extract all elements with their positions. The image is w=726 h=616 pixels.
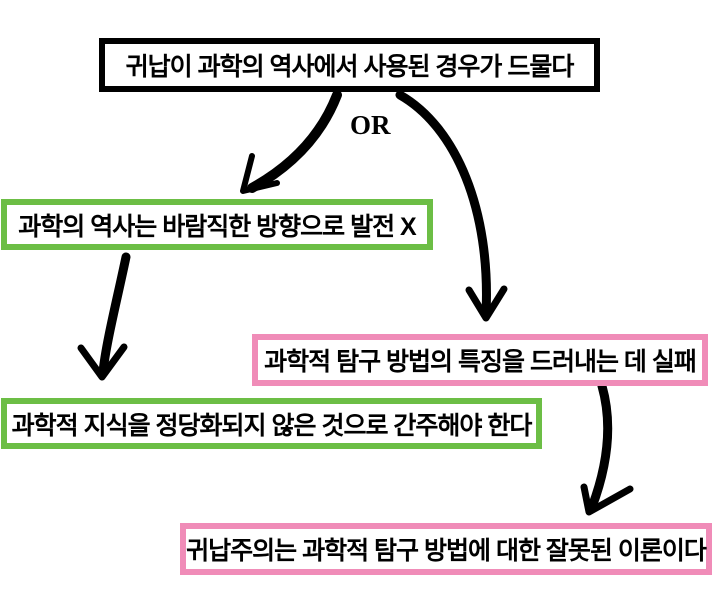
node-inquiry: 과학적 탐구 방법의 특징을 드러내는 데 실패: [252, 334, 708, 386]
node-history-label: 과학의 역사는 바람직한 방향으로 발전 X: [18, 212, 416, 241]
arrow-premise-to-inquiry-icon: [395, 90, 508, 322]
arrow-history-to-knowledge-icon: [77, 252, 131, 381]
node-history: 과학의 역사는 바람직한 방향으로 발전 X: [1, 199, 433, 250]
node-conclusion-label: 귀납주의는 과학적 탐구 방법에 대한 잘못된 이론이다: [186, 537, 707, 565]
node-knowledge: 과학적 지식을 정당화되지 않은 것으로 간주해야 한다: [1, 398, 542, 449]
arrow-premise-to-history-icon: [240, 90, 342, 194]
node-knowledge-label: 과학적 지식을 정당화되지 않은 것으로 간주해야 한다: [11, 411, 533, 440]
node-premise-label: 귀납이 과학의 역사에서 사용된 경우가 드물다: [125, 53, 575, 81]
arrow-inquiry-to-conclusion-icon: [580, 381, 634, 516]
node-inquiry-label: 과학적 탐구 방법의 특징을 드러내는 데 실패: [264, 348, 697, 376]
node-premise: 귀납이 과학의 역사에서 사용된 경우가 드물다: [99, 38, 600, 92]
or-label: OR: [350, 110, 391, 140]
node-conclusion: 귀납주의는 과학적 탐구 방법에 대한 잘못된 이론이다: [180, 523, 712, 575]
